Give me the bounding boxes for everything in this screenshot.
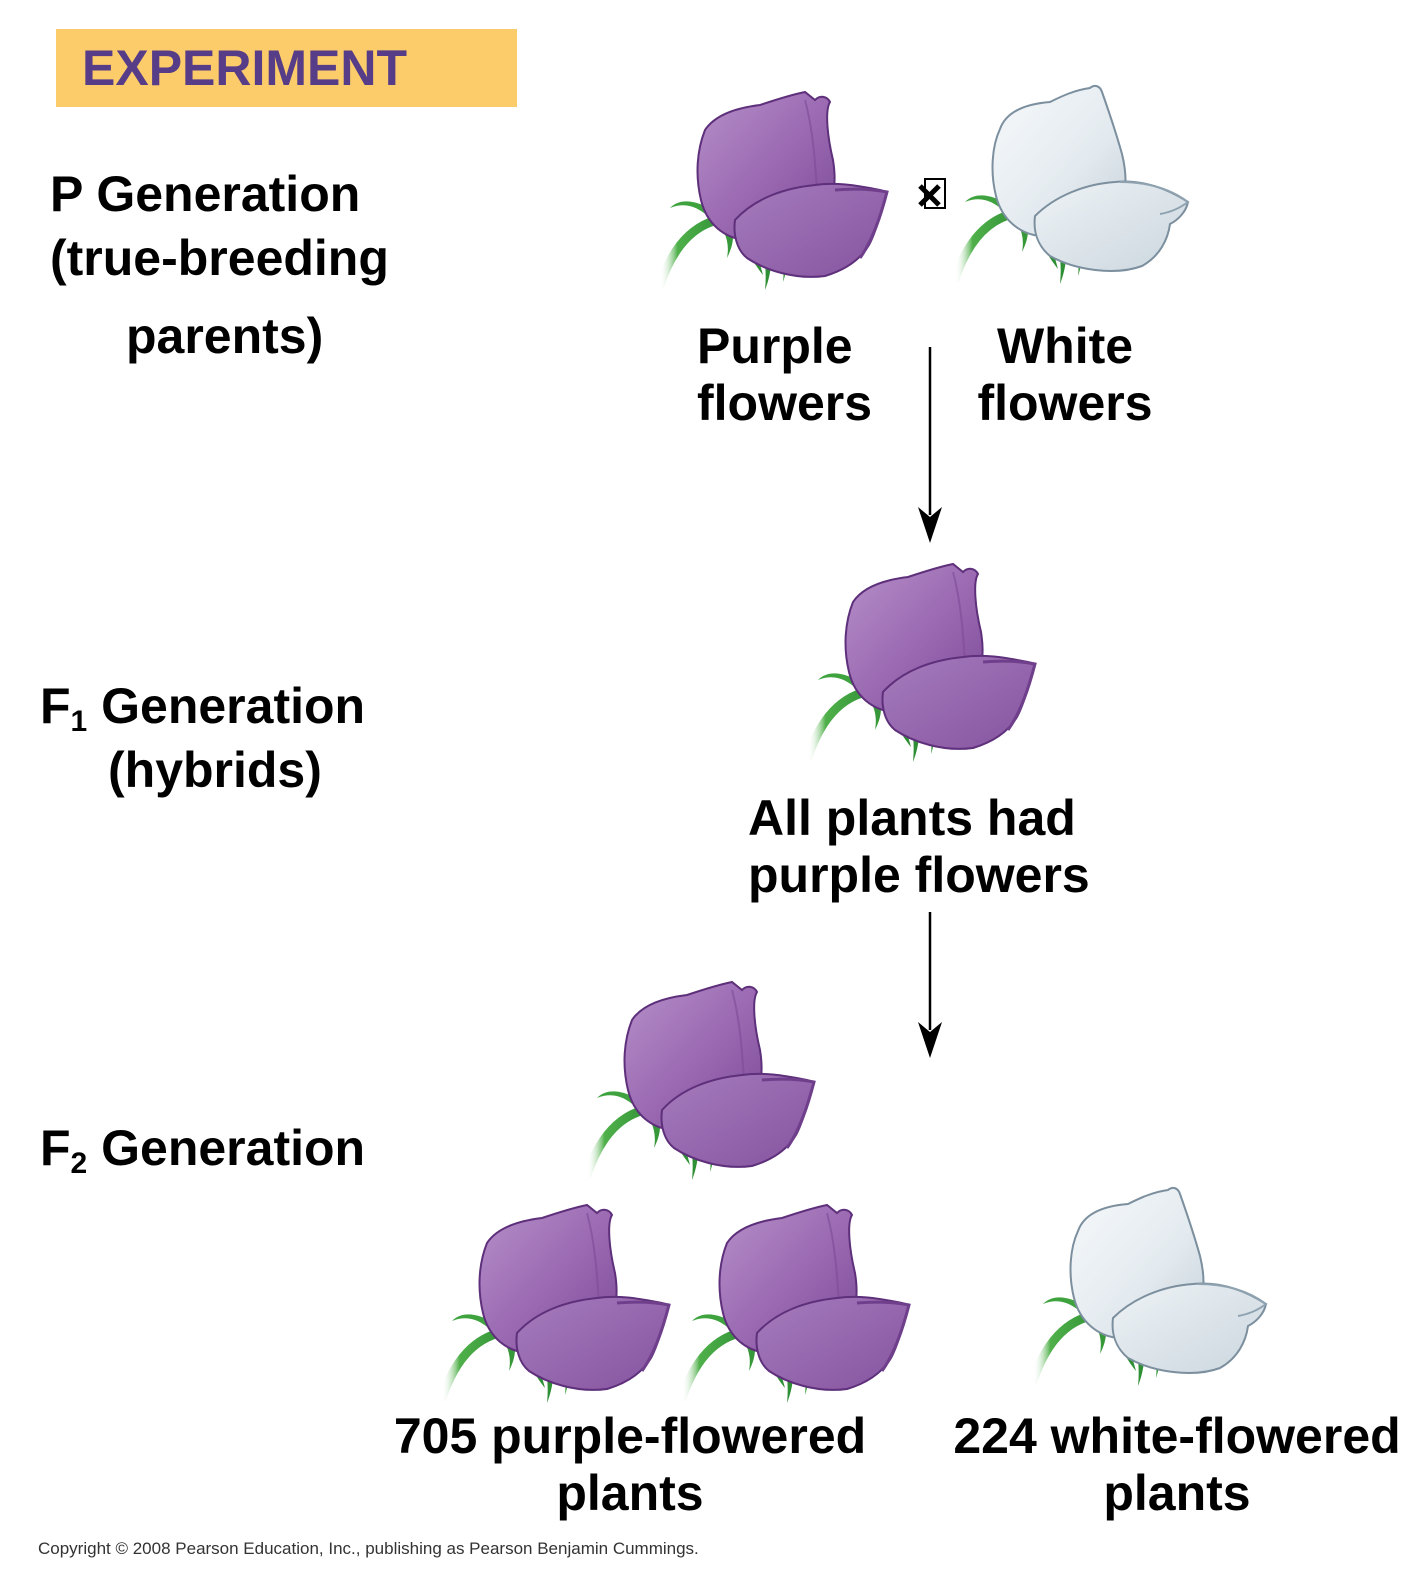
f2-white-flower-icon [1028, 1186, 1278, 1396]
f2-purple-flower-icon [437, 1203, 677, 1413]
arrow-p-to-f1-icon [918, 347, 942, 543]
experiment-label: EXPERIMENT [82, 40, 408, 96]
cross-icon [918, 178, 946, 209]
f2-purple-caption-line1: 705 purple-flowered [393, 1408, 867, 1464]
p-purple-caption-line2: flowers [697, 375, 873, 431]
f2-purple-count-caption: 705 purple-flowered plants [372, 1408, 888, 1522]
p-generation-label: P Generation (true-breeding parents) [50, 162, 389, 368]
f2-prefix: F [40, 1120, 71, 1176]
p-white-caption-line2: flowers [977, 375, 1153, 431]
f1-result-caption: All plants had purple flowers [748, 790, 1090, 904]
f1-generation-subtitle: (hybrids) [108, 742, 322, 798]
copyright-notice: Copyright © 2008 Pearson Education, Inc.… [38, 1539, 699, 1558]
cross-symbol [917, 178, 947, 210]
f2-white-count-caption: 224 white-flowered plants [932, 1408, 1422, 1522]
f2-subscript: 2 [70, 1147, 88, 1180]
f1-generation-label: F1 Generation (hybrids) [40, 674, 365, 802]
f2-white-caption-line2: plants [1103, 1465, 1251, 1521]
p-generation-subtitle-2: parents) [126, 308, 324, 364]
experiment-banner: EXPERIMENT [56, 29, 517, 107]
f1-purple-flower-icon [803, 562, 1043, 772]
f2-purple-flower-icon [582, 980, 822, 1190]
p-white-flower-icon [950, 84, 1200, 294]
p-purple-caption-line1: Purple [697, 318, 853, 374]
p-purple-flower-icon [655, 90, 895, 300]
arrow-f1-to-f2-icon [918, 912, 942, 1058]
p-generation-title: P Generation [50, 166, 361, 222]
p-white-caption: White flowers [970, 318, 1160, 432]
f1-prefix: F [40, 678, 71, 734]
f1-result-line2: purple flowers [748, 847, 1090, 903]
f2-purple-flower-icon [677, 1203, 917, 1413]
f1-result-line1: All plants had [748, 790, 1076, 846]
f2-generation-label: F2 Generation [40, 1116, 365, 1180]
f1-title-rest: Generation [87, 678, 366, 734]
p-purple-caption: Purple flowers [697, 318, 872, 432]
p-generation-subtitle: (true-breeding [50, 230, 389, 286]
f2-white-caption-line1: 224 white-flowered [953, 1408, 1401, 1464]
f2-title-rest: Generation [87, 1120, 366, 1176]
f2-generation-title: F2 Generation [40, 1116, 365, 1180]
p-white-caption-line1: White [996, 318, 1134, 374]
f2-purple-caption-line2: plants [556, 1465, 704, 1521]
f1-subscript: 1 [70, 705, 88, 738]
f1-generation-title: F1 Generation [40, 674, 365, 738]
